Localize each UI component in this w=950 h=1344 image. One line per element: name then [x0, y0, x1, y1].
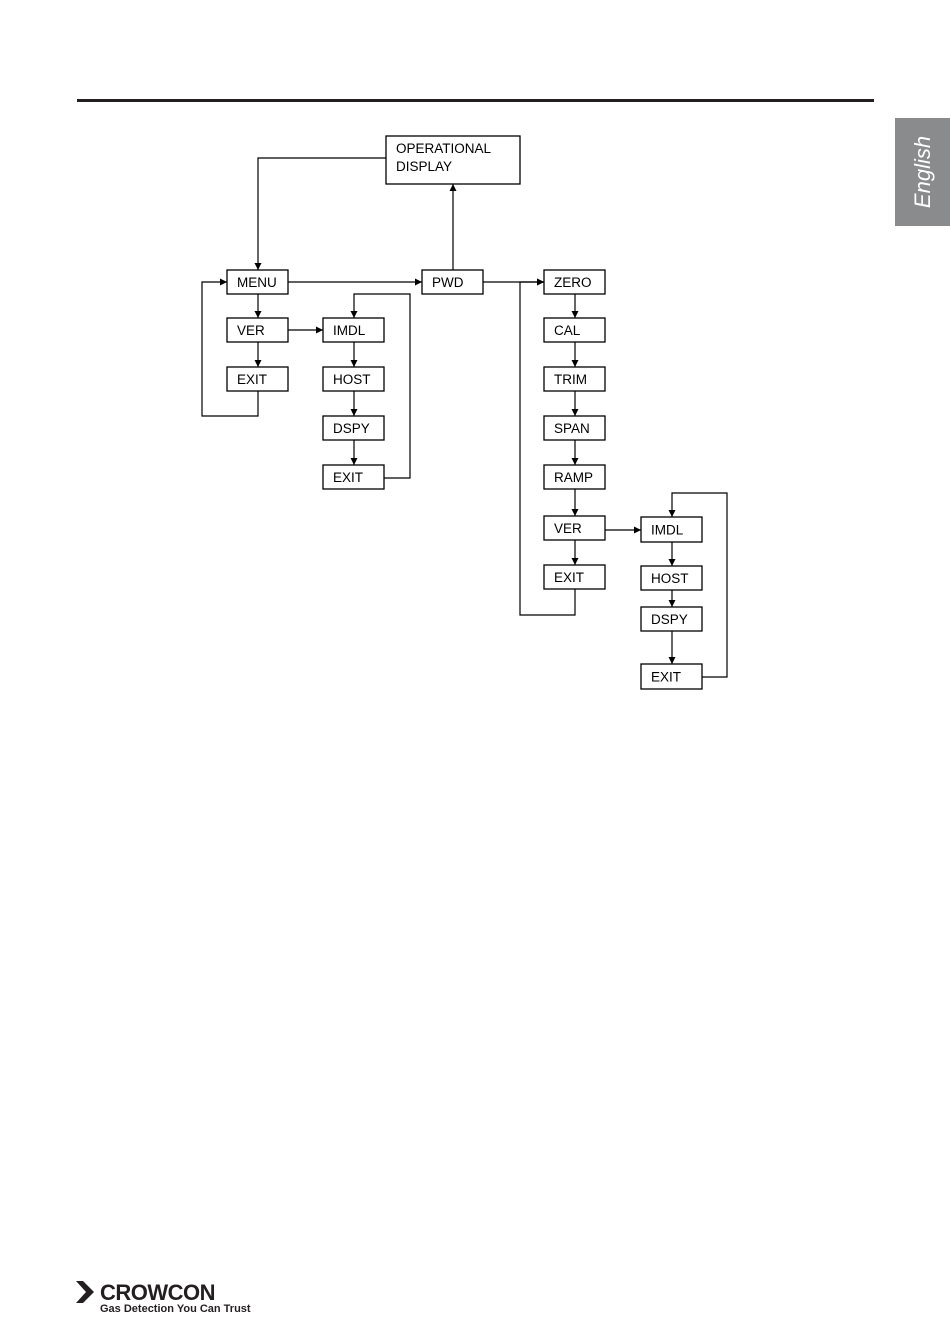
node-host1: HOST [323, 367, 384, 391]
node-menu-label: MENU [237, 275, 277, 290]
node-imdl2-label: IMDL [651, 523, 684, 538]
node-cal-label: CAL [554, 323, 581, 338]
node-cal: CAL [544, 318, 605, 342]
node-exit2-label: EXIT [333, 470, 363, 485]
node-ramp-label: RAMP [554, 470, 593, 485]
node-operational-label: DISPLAY [396, 159, 452, 174]
node-zero: ZERO [544, 270, 605, 294]
node-pwd-label: PWD [432, 275, 464, 290]
node-imdl1-label: IMDL [333, 323, 366, 338]
node-dspy2: DSPY [641, 607, 702, 631]
node-ver2-label: VER [554, 521, 582, 536]
node-exit1-label: EXIT [237, 372, 267, 387]
brand-tagline: Gas Detection You Can Trust [100, 1303, 251, 1315]
node-host2-label: HOST [651, 571, 689, 586]
node-exit3: EXIT [544, 565, 605, 589]
node-zero-label: ZERO [554, 275, 592, 290]
edge-operational-to-menu [258, 158, 386, 270]
node-pwd: PWD [422, 270, 483, 294]
node-span: SPAN [544, 416, 605, 440]
node-ver2: VER [544, 516, 605, 540]
edge-exit1-to-menu [202, 282, 258, 416]
node-exit4-label: EXIT [651, 670, 681, 685]
node-trim-label: TRIM [554, 372, 587, 387]
node-span-label: SPAN [554, 421, 590, 436]
node-ver1: VER [227, 318, 288, 342]
node-exit1: EXIT [227, 367, 288, 391]
node-menu: MENU [227, 270, 288, 294]
node-exit4: EXIT [641, 664, 702, 689]
node-exit2: EXIT [323, 465, 384, 489]
node-ramp: RAMP [544, 465, 605, 489]
menu-flowchart: OPERATIONAL DISPLAY MENU VER EXIT IMDL HOST DSP… [0, 0, 950, 720]
node-dspy1: DSPY [323, 416, 384, 440]
node-dspy2-label: DSPY [651, 612, 688, 627]
node-operational: OPERATIONAL DISPLAY [386, 136, 520, 184]
node-dspy1-label: DSPY [333, 421, 370, 436]
node-ver1-label: VER [237, 323, 265, 338]
crowcon-logo: CROWCON Gas Detection You Can Trust [76, 1280, 266, 1320]
node-host1-label: HOST [333, 372, 371, 387]
node-imdl1: IMDL [323, 318, 384, 342]
node-exit3-label: EXIT [554, 570, 584, 585]
node-imdl2: IMDL [641, 517, 702, 542]
crowcon-mark-icon [76, 1281, 98, 1303]
node-host2: HOST [641, 566, 702, 590]
node-operational-label: OPERATIONAL [396, 141, 492, 156]
node-trim: TRIM [544, 367, 605, 391]
